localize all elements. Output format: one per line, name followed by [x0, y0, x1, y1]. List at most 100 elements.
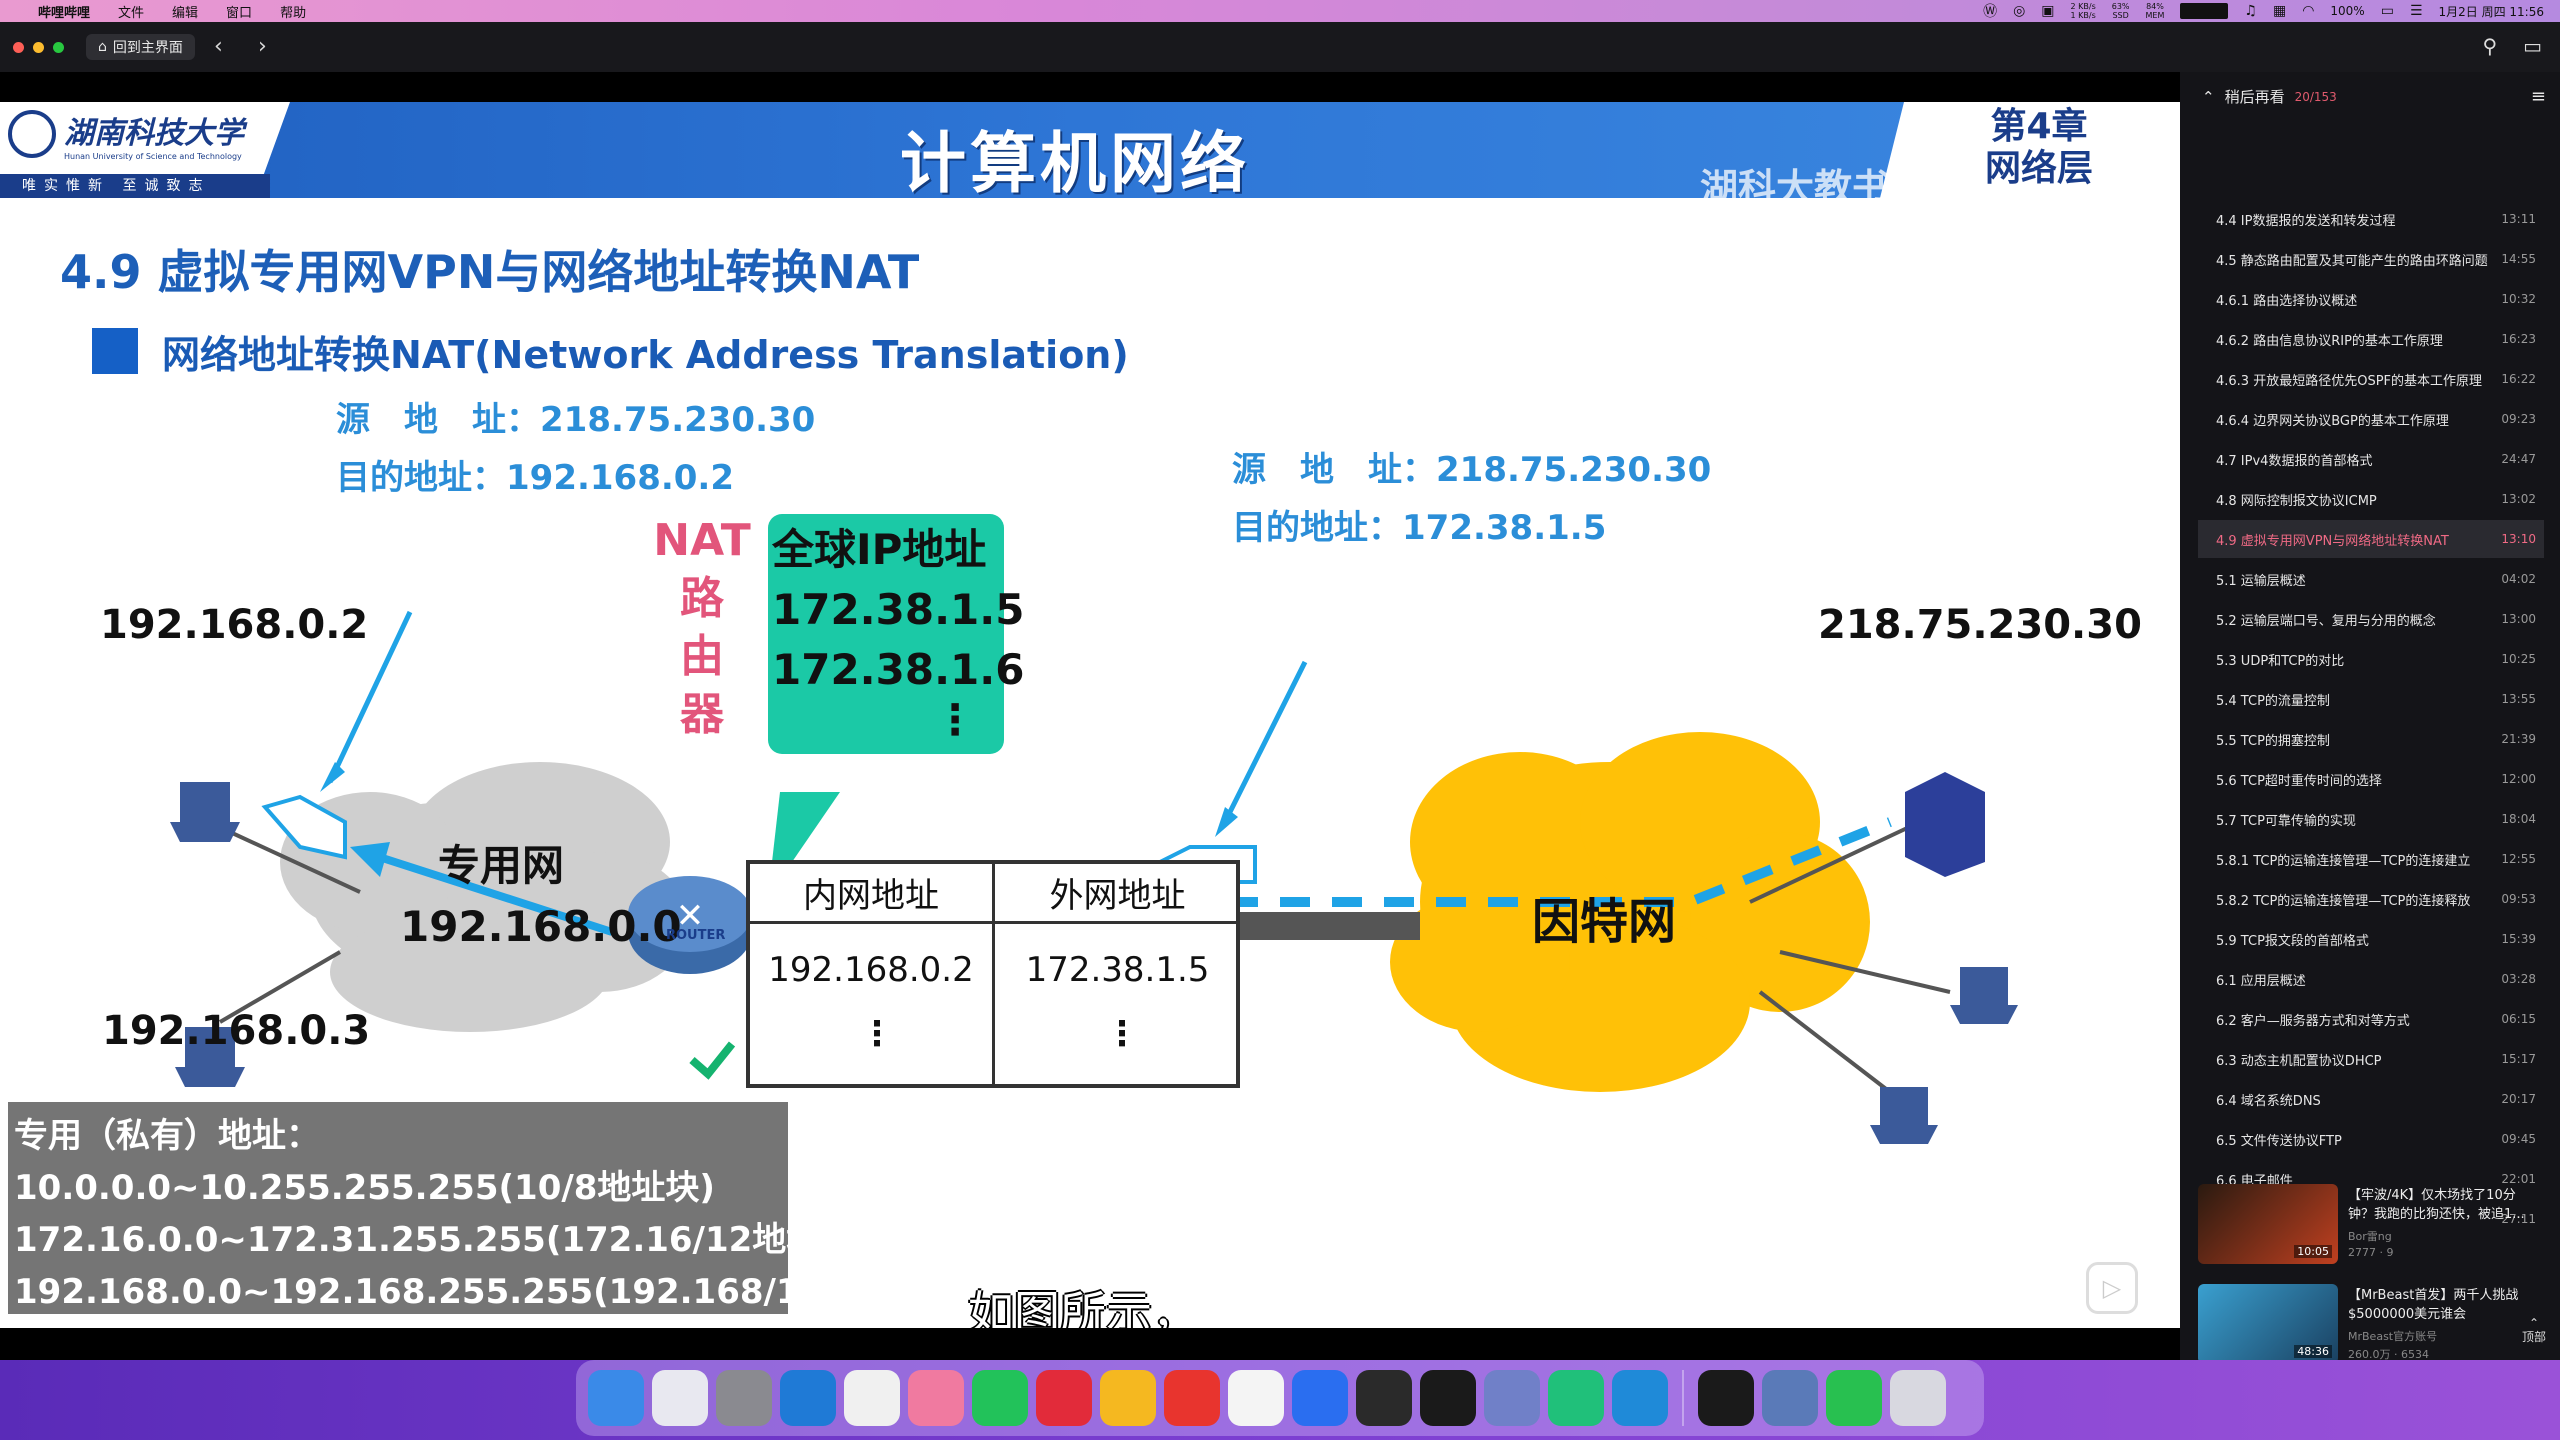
- course-title: 计算机网络: [900, 125, 1250, 202]
- recommended-video[interactable]: 10:05 【牢波/4K】仅木场找了10分钟？我跑的比狗还快，被追1... Bor雷…: [2198, 1184, 2544, 1268]
- vpn-status-icon[interactable]: ◎: [2013, 3, 2026, 19]
- recommended-video[interactable]: 48:36 【MrBeast首发】两千人挑战$5000000美元谁会 MrBeast…: [2198, 1284, 2544, 1368]
- pip-icon[interactable]: ▭: [2523, 34, 2542, 58]
- chrome-icon[interactable]: [844, 1370, 900, 1426]
- menu-help[interactable]: 帮助: [280, 5, 307, 21]
- back-arrow-icon[interactable]: ‹: [214, 34, 223, 59]
- slide: 湖南科技大学 Hunan University of Science and T…: [0, 102, 2180, 1328]
- play-icon[interactable]: ▷: [2086, 1262, 2138, 1314]
- svg-text:✕: ✕: [676, 896, 705, 936]
- nat-router-label: NAT 路 由 器: [653, 515, 751, 740]
- bilibili-icon[interactable]: [908, 1370, 964, 1426]
- playlist-item-duration: 09:45: [2501, 1132, 2536, 1146]
- video-uploader[interactable]: MrBeast官方账号: [2348, 1330, 2438, 1343]
- video-title[interactable]: 【MrBeast首发】两千人挑战$5000000美元谁会: [2348, 1288, 2519, 1322]
- video-thumbnail[interactable]: 48:36: [2198, 1284, 2338, 1364]
- playlist-item-duration: 13:02: [2501, 492, 2536, 506]
- playlist-item-title: 5.9 TCP报文段的首部格式: [2216, 933, 2369, 949]
- edge-icon[interactable]: [780, 1370, 836, 1426]
- app-s-icon[interactable]: [1292, 1370, 1348, 1426]
- menu-app-name[interactable]: 哔哩哔哩: [38, 5, 91, 21]
- home-button[interactable]: ⌂ 回到主界面: [86, 34, 195, 60]
- trash-icon[interactable]: [1890, 1370, 1946, 1426]
- menu-window[interactable]: 窗口: [226, 5, 253, 21]
- wifi-icon[interactable]: ◠: [2302, 3, 2315, 19]
- settings-icon[interactable]: [716, 1370, 772, 1426]
- playlist-item[interactable]: 6.7 万维网WWW27:11: [2198, 1200, 2544, 1238]
- playlist-item-title: 4.6.1 路由选择协议概述: [2216, 293, 2358, 309]
- cat-icon[interactable]: [1228, 1370, 1284, 1426]
- launchpad-icon[interactable]: [652, 1370, 708, 1426]
- minimize-window-button[interactable]: [33, 42, 44, 53]
- wps-status-icon[interactable]: Ⓦ: [1983, 4, 1998, 20]
- video-thumbnail[interactable]: 10:05: [2198, 1184, 2338, 1264]
- wechat-icon[interactable]: [972, 1370, 1028, 1426]
- finder-icon[interactable]: [588, 1370, 644, 1426]
- pin-icon[interactable]: ⚲: [2482, 34, 2498, 58]
- video-player[interactable]: 湖南科技大学 Hunan University of Science and T…: [0, 72, 2180, 1360]
- terminal-icon[interactable]: [1698, 1370, 1754, 1426]
- playlist-item-title: 6.1 应用层概述: [2216, 973, 2306, 989]
- facetime-icon[interactable]: [1826, 1370, 1882, 1426]
- wps-icon[interactable]: [1164, 1370, 1220, 1426]
- close-window-button[interactable]: [13, 42, 24, 53]
- forward-arrow-icon[interactable]: ›: [258, 34, 267, 59]
- menu-edit[interactable]: 编辑: [172, 5, 199, 21]
- playlist-item-duration: 12:55: [2501, 852, 2536, 866]
- zoom-window-button[interactable]: [53, 42, 64, 53]
- sort-icon[interactable]: ≡: [2530, 86, 2546, 107]
- grid-status-icon[interactable]: ▦: [2272, 3, 2287, 19]
- playlist-item-title: 6.2 客户—服务器方式和对等方式: [2216, 1013, 2410, 1029]
- scroll-top-button[interactable]: ⌃顶部: [2521, 1316, 2546, 1344]
- github-icon[interactable]: [1420, 1370, 1476, 1426]
- youdao-icon[interactable]: [1036, 1370, 1092, 1426]
- nat-translation-table: 内网地址 外网地址 192.168.0.2 172.38.1.5 ⋮ ⋮: [746, 860, 1240, 1088]
- left-dest-address: 目的地址：192.168.0.2: [336, 458, 735, 498]
- calendar-status-icon[interactable]: ▣: [2041, 3, 2055, 19]
- playlist-title: 稍后再看: [2224, 88, 2285, 106]
- preview-icon[interactable]: [1762, 1370, 1818, 1426]
- vscode-icon[interactable]: [1612, 1370, 1668, 1426]
- battery-icon[interactable]: ▭: [2380, 3, 2394, 19]
- pycharm-icon[interactable]: [1548, 1370, 1604, 1426]
- menu-file[interactable]: 文件: [118, 5, 145, 21]
- r-icon[interactable]: [1484, 1370, 1540, 1426]
- video-uploader[interactable]: Bor雷ng: [2348, 1230, 2392, 1243]
- private-range-3: 192.168.0.0~192.168.255.255(192.168/16地址…: [14, 1272, 941, 1312]
- host-2-computer: [175, 1027, 245, 1087]
- control-center-icon[interactable]: ☰: [2409, 3, 2423, 19]
- playlist-item-duration: 16:22: [2501, 372, 2536, 386]
- clock[interactable]: 1月2日 周四 11:56: [2438, 4, 2544, 19]
- video-title[interactable]: 【牢波/4K】仅木场找了10分钟？我跑的比狗还快，被追1...: [2348, 1188, 2525, 1222]
- photos-icon[interactable]: [1100, 1370, 1156, 1426]
- headphones-icon[interactable]: ♫: [2244, 3, 2257, 19]
- chatgpt-icon[interactable]: [1356, 1370, 1412, 1426]
- collapse-icon[interactable]: ⌃: [2202, 87, 2215, 106]
- playlist-header[interactable]: ⌃ 稍后再看 20/153: [2202, 86, 2337, 107]
